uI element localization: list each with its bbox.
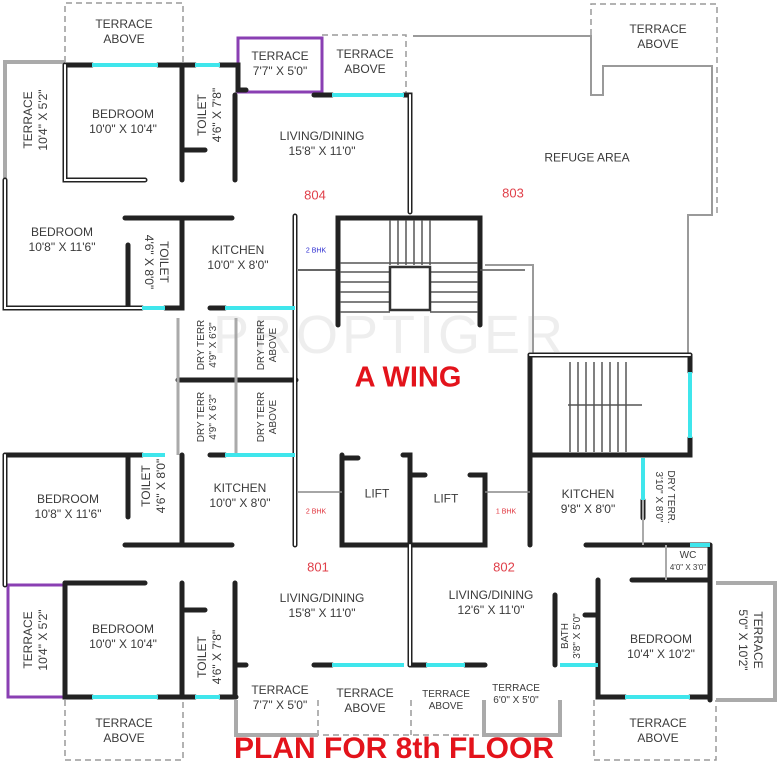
lift-label: LIFT <box>433 491 459 506</box>
unit-number-802: 802 <box>493 559 515 575</box>
plan-title: PLAN FOR 8th FLOOR <box>234 732 554 765</box>
dry-terrace-label: DRY TERR.3'10" X 8'0" <box>653 470 676 524</box>
bhk-label: 2 BHK <box>305 508 327 516</box>
watermark: PROPTIGER <box>212 305 568 365</box>
refuge-area-label: REFUGE AREA <box>544 150 630 165</box>
lift-label: LIFT <box>364 486 390 501</box>
unit-number-803: 803 <box>502 185 524 201</box>
unit-number-804: 804 <box>304 187 326 203</box>
bhk-label: 2 BHK <box>305 247 327 255</box>
wing-label: A WING <box>354 361 462 394</box>
unit-number-801: 801 <box>307 559 329 575</box>
bhk-label: 1 BHK <box>495 508 517 516</box>
